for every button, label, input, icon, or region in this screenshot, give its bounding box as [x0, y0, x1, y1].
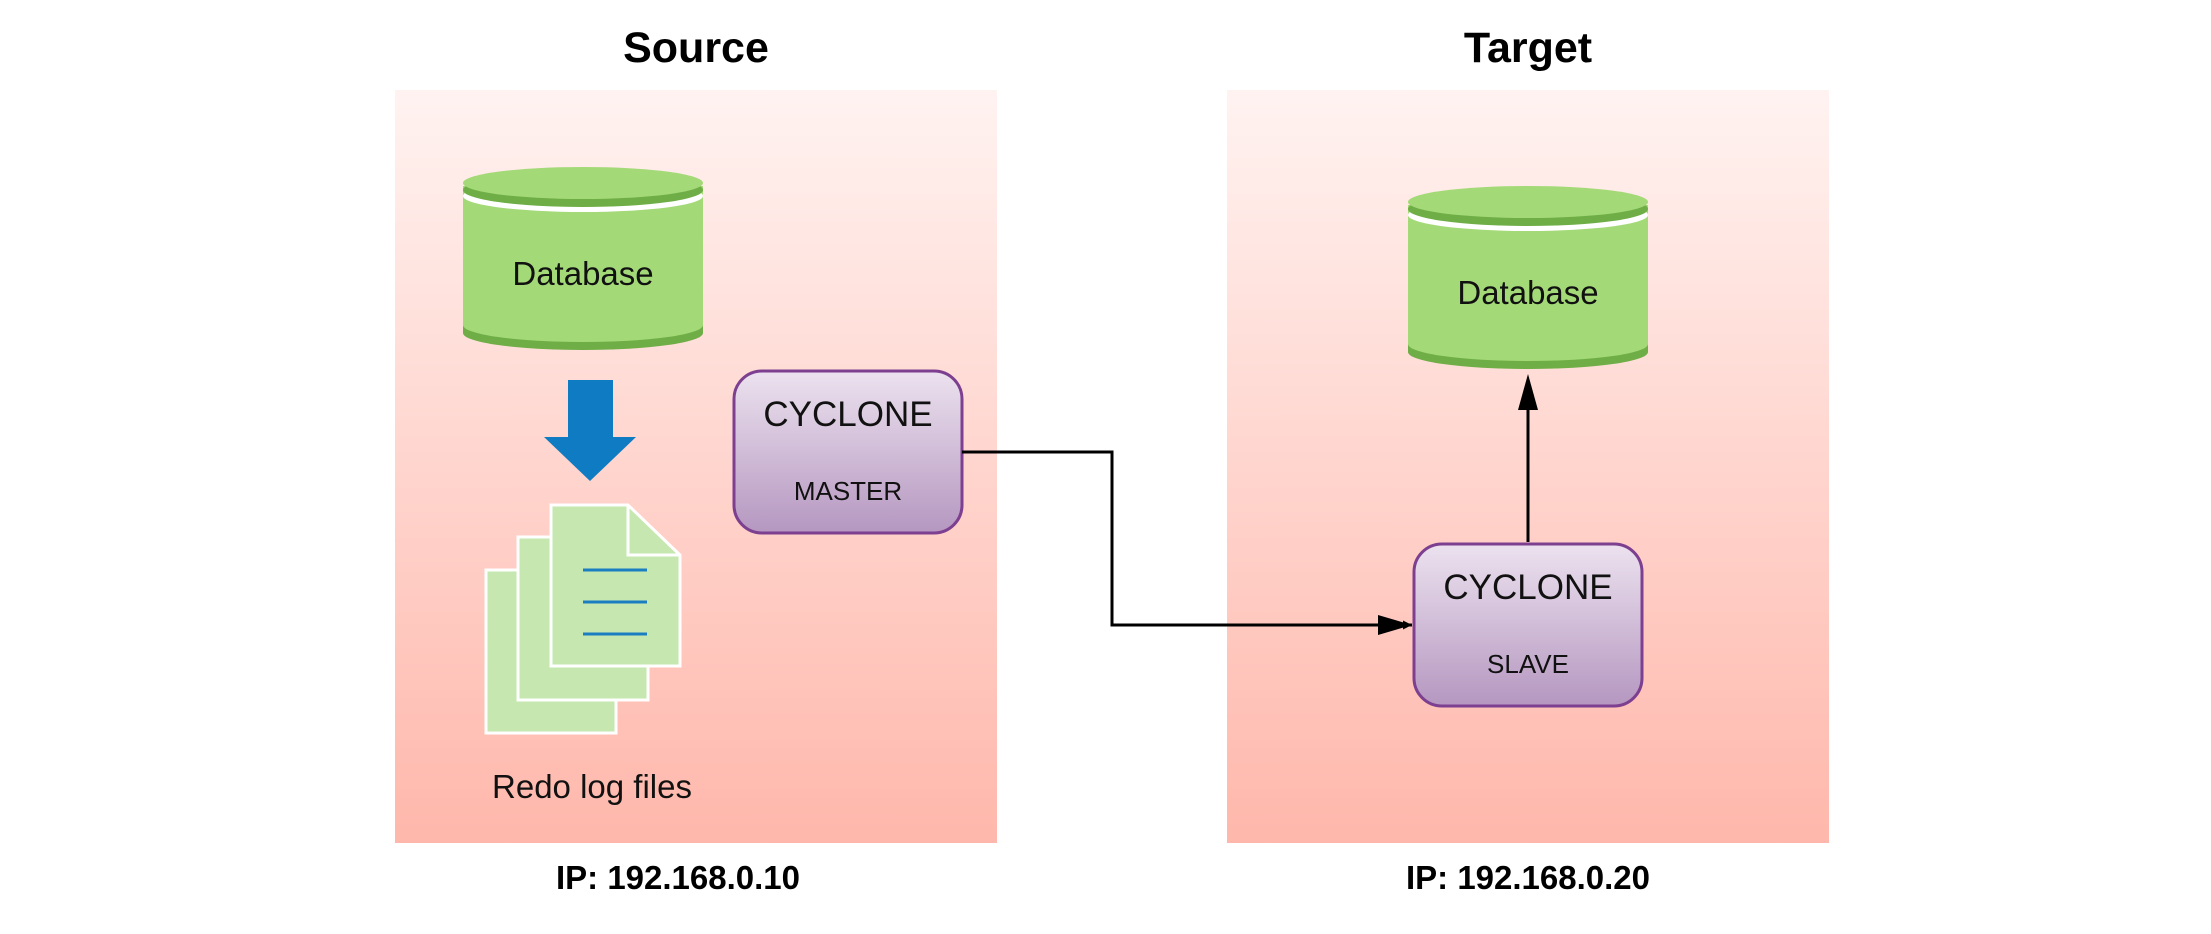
master-to-slave-arrowhead — [1378, 615, 1412, 635]
target-ip: IP: 192.168.0.20 — [1406, 859, 1650, 896]
cyclone-slave-title: CYCLONE — [1443, 568, 1612, 607]
slave-to-database-arrowhead — [1518, 374, 1538, 410]
cyclone-master-box: CYCLONE MASTER — [732, 369, 964, 535]
stacked-documents-icon — [484, 503, 682, 735]
document-lines — [583, 568, 647, 636]
cyclone-slave-role: SLAVE — [1487, 649, 1569, 679]
cyclone-slave-box: CYCLONE SLAVE — [1412, 542, 1644, 708]
cyclone-master-role: MASTER — [794, 476, 902, 506]
target-title: Target — [1464, 24, 1592, 72]
arrow-down-icon — [544, 380, 636, 481]
target-database-label: Database — [1457, 274, 1598, 311]
source-title: Source — [623, 24, 769, 72]
source-database-label: Database — [512, 255, 653, 292]
source-ip: IP: 192.168.0.10 — [556, 859, 800, 896]
redo-log-label: Redo log files — [492, 768, 692, 805]
cyclone-master-title: CYCLONE — [763, 395, 932, 434]
master-to-slave-connector — [962, 450, 1412, 630]
target-database-icon — [1408, 186, 1648, 369]
source-database-icon — [463, 167, 703, 350]
